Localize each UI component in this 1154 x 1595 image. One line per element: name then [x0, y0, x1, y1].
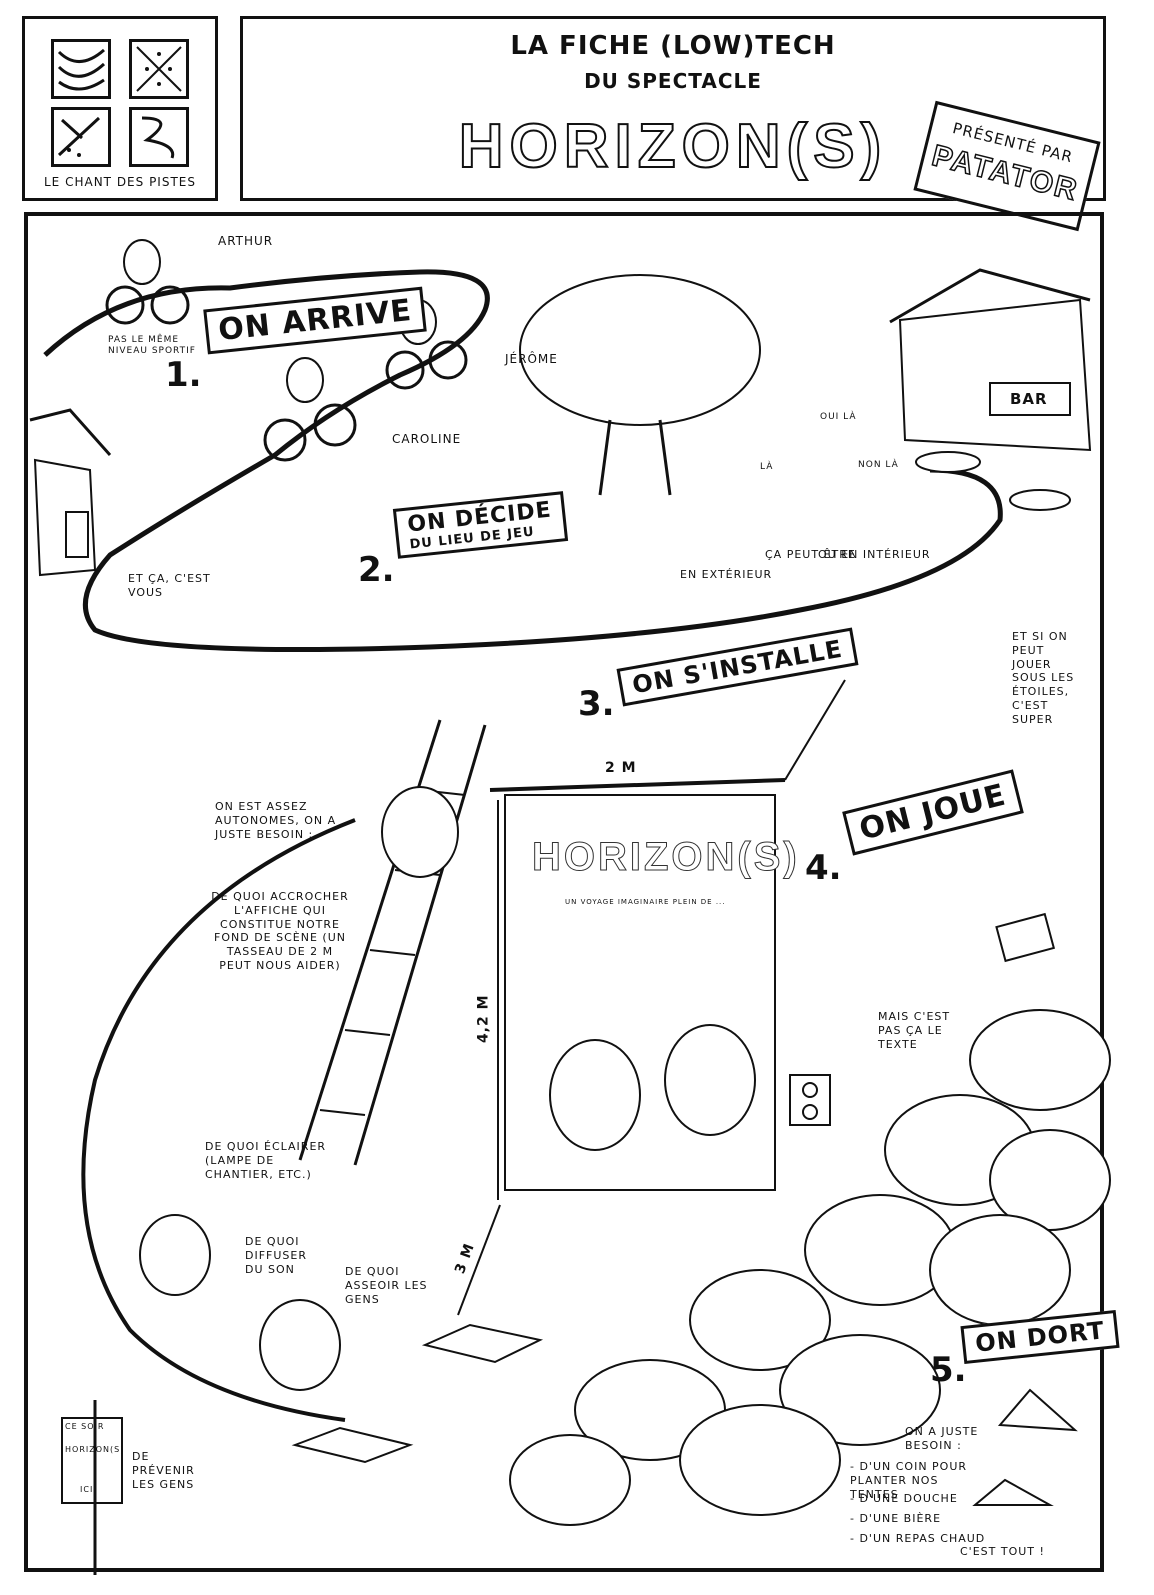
- sleep-intro: ON A JUSTE BESOIN :: [905, 1425, 979, 1452]
- not-text-note: MAIS C'EST PAS ÇA LE TEXTE: [878, 1010, 951, 1051]
- signpost-icon: [61, 1400, 123, 1575]
- lamp-icon: [995, 912, 1056, 963]
- illustration-frame: [24, 212, 1104, 1572]
- poster-stand-icon: [457, 679, 846, 1316]
- bushes-icon: [509, 1009, 1111, 1526]
- step-number-5: 5.: [930, 1350, 967, 1390]
- step-number-1: 1.: [165, 355, 202, 395]
- bench-icon: [291, 1323, 544, 1464]
- signpost-top: CE SOIR: [65, 1422, 105, 1431]
- bar-sign: BAR: [1010, 390, 1048, 408]
- header-line1: LA FICHE (LOW)TECH: [510, 31, 836, 61]
- logo-panel: LE CHANT DES PISTES: [22, 16, 218, 201]
- autonomous-note: ON EST ASSEZ AUTONOMES, ON A JUSTE BESOI…: [215, 800, 337, 841]
- inside-note: OU EN INTÉRIEUR: [818, 548, 931, 561]
- step-number-2: 2.: [358, 550, 395, 590]
- name-caroline: CAROLINE: [392, 432, 462, 446]
- tree-icon: [519, 274, 761, 496]
- signpost-middle: HORIZON(S): [65, 1445, 125, 1454]
- poster-title: HORIZON(S): [532, 835, 800, 880]
- poster-subtitle: UN VOYAGE IMAGINAIRE PLEIN DE ...: [565, 898, 726, 906]
- character-icon: [139, 786, 756, 1391]
- name-jerome: JÉRÔME: [505, 352, 558, 366]
- logo-tile-trail: [51, 107, 111, 167]
- sleep-item: - D'UNE DOUCHE: [850, 1492, 958, 1505]
- header-panel: LA FICHE (LOW)TECH DU SPECTACLE HORIZON(…: [240, 16, 1106, 201]
- name-arthur: ARTHUR: [218, 234, 274, 248]
- step-number-3: 3.: [578, 684, 615, 724]
- show-title: HORIZON(S): [458, 111, 888, 182]
- sleep-item: - D'UNE BIÈRE: [850, 1512, 942, 1525]
- logo-tile-path: [129, 107, 189, 167]
- here-note: LÀ: [760, 462, 774, 472]
- sound-note: DE QUOI DIFFUSER DU SON: [245, 1235, 307, 1276]
- house-icon: [29, 408, 112, 577]
- table-icon: [915, 451, 1071, 511]
- light-note: DE QUOI ÉCLAIRER (LAMPE DE CHANTIER, ETC…: [205, 1140, 327, 1181]
- cyclist-icon: [105, 239, 468, 462]
- stars-note: ET SI ON PEUT JOUER SOUS LES ÉTOILES, C'…: [1012, 630, 1075, 726]
- header-line2: DU SPECTACLE: [584, 69, 762, 93]
- there-note: OUI LÀ: [820, 412, 857, 422]
- sleep-item: - D'UN COIN POUR PLANTER NOS TENTES: [850, 1460, 968, 1501]
- not-there-note: NON LÀ: [858, 460, 899, 470]
- logo-caption: LE CHANT DES PISTES: [44, 175, 196, 189]
- thats-all-note: C'EST TOUT !: [960, 1545, 1045, 1558]
- signpost-bottom: ICI: [80, 1485, 94, 1494]
- seats-note: DE QUOI ASSEOIR LES GENS: [345, 1265, 428, 1306]
- level-note: PAS LE MÊME NIVEAU SPORTIF: [108, 335, 196, 357]
- logo-tile-dots: [129, 39, 189, 99]
- where-note: ÇA PEUT ÊTRE: [765, 548, 856, 561]
- outside-note: EN EXTÉRIEUR: [680, 568, 773, 581]
- bar-building-icon: [889, 268, 1092, 452]
- warn-note: DE PRÉVENIR LES GENS: [132, 1450, 195, 1491]
- dimension-width: 2 m: [605, 760, 637, 776]
- hang-note: DE QUOI ACCROCHER L'AFFICHE QUI CONSTITU…: [211, 890, 349, 972]
- step-number-4: 4.: [805, 848, 842, 888]
- dimension-height: 4,2 m: [475, 994, 492, 1044]
- you-note: ET ÇA, C'EST VOUS: [128, 572, 211, 599]
- sleep-item: - D'UN REPAS CHAUD: [850, 1532, 986, 1545]
- tent-icon: [972, 1388, 1078, 1506]
- speaker-icon: [789, 1074, 831, 1126]
- logo-tile-swirl: [51, 39, 111, 99]
